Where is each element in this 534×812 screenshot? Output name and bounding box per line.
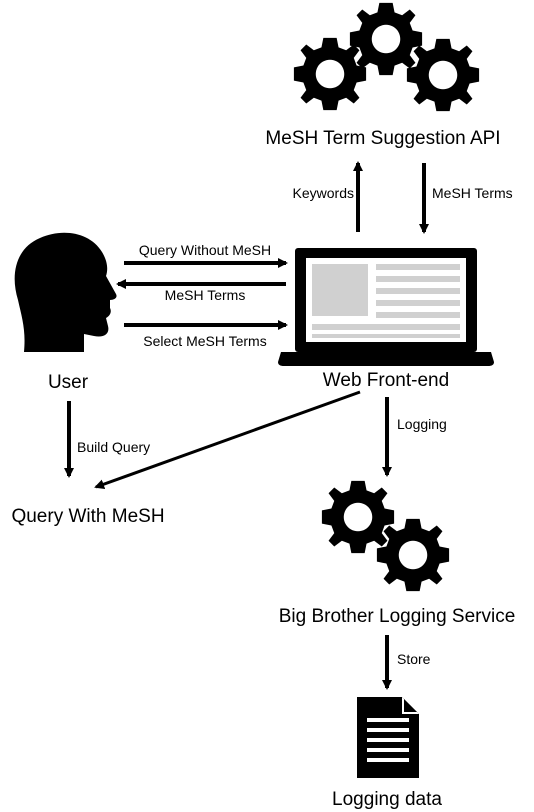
gear-icon [406,38,480,112]
select-mesh-terms-label: Select MeSH Terms [143,333,266,349]
frontend-to-query-arrow [94,390,361,489]
user-label: User [48,372,89,393]
gear-icon [376,518,450,592]
api-gears-icon [293,2,480,112]
keywords-label: Keywords [293,185,354,201]
mesh-terms-user-label: MeSH Terms [165,287,246,303]
logging-label: Logging [397,416,447,432]
logging-service-label: Big Brother Logging Service [279,606,516,627]
gear-icon [293,37,367,111]
query-without-mesh-label: Query Without MeSH [139,242,271,258]
store-label: Store [397,651,431,667]
document-icon [357,697,419,778]
gear-icon [349,2,423,76]
frontend-label: Web Front-end [323,370,449,391]
laptop-icon [278,248,494,366]
logging-gears-icon [321,480,450,592]
query-with-mesh-label: Query With MeSH [11,506,164,527]
user-head-icon [14,232,117,352]
mesh-terms-api-label: MeSH Terms [432,185,513,201]
gear-icon [321,480,395,554]
logging-data-label: Logging data [332,789,442,810]
api-label: MeSH Term Suggestion API [265,128,500,149]
build-query-label: Build Query [77,439,150,455]
